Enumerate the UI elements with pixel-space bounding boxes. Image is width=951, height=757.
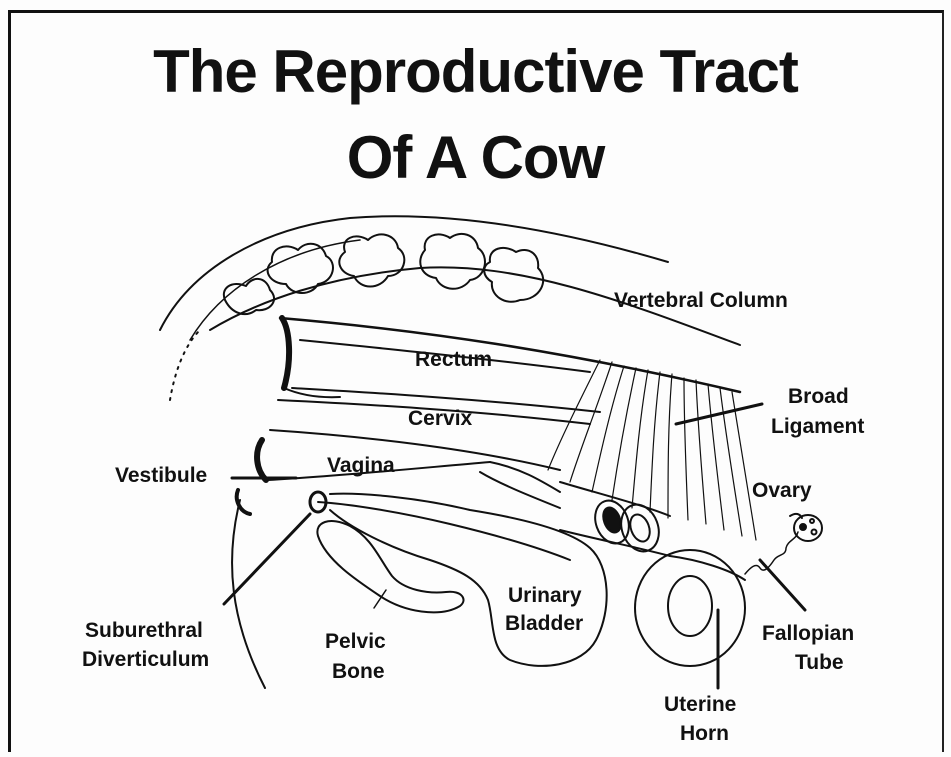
label-urinary-bladder-line-2: Bladder	[505, 612, 583, 635]
pelvic-bone	[317, 521, 463, 612]
perineum-contour	[232, 500, 265, 688]
uterine-horn	[635, 550, 745, 666]
label-uterine-horn-line-2: Horn	[680, 722, 729, 745]
uterine-body	[560, 482, 670, 557]
label-broad-ligament-line-1: Broad	[788, 385, 849, 408]
label-suburethral-line-2: Diverticulum	[82, 648, 209, 671]
label-fallopian-tube-line-1: Fallopian	[762, 622, 854, 645]
label-broad-ligament-line-2: Ligament	[771, 415, 864, 438]
label-uterine-horn-line-1: Uterine	[664, 693, 736, 716]
suburethral-leader	[224, 514, 310, 604]
fallopian-tube	[745, 532, 798, 574]
urethra	[318, 502, 570, 560]
label-vagina: Vagina	[327, 454, 395, 477]
label-cervix: Cervix	[408, 407, 473, 430]
label-rectum: Rectum	[415, 348, 492, 371]
label-vertebral-column: Vertebral Column	[614, 289, 788, 312]
fallopian-tube-leader	[760, 560, 805, 610]
broad-ligament-leader	[676, 404, 762, 424]
label-urinary-bladder-line-1: Urinary	[508, 584, 582, 607]
label-ovary: Ovary	[752, 479, 812, 502]
label-vestibule: Vestibule	[115, 464, 207, 487]
label-fallopian-tube-line-2: Tube	[795, 651, 844, 674]
label-pelvic-bone-line-2: Bone	[332, 660, 385, 683]
label-pelvic-bone-line-1: Pelvic	[325, 630, 386, 653]
labels: Vertebral Column Rectum Cervix Vagina Ve…	[82, 289, 864, 745]
body-contour-inner	[190, 240, 360, 340]
leader-lines	[224, 404, 805, 688]
vertebra-4	[420, 234, 485, 289]
vertebra-2	[268, 244, 333, 293]
body-dotted-edge	[170, 330, 200, 400]
label-suburethral-line-1: Suburethral	[85, 619, 203, 642]
